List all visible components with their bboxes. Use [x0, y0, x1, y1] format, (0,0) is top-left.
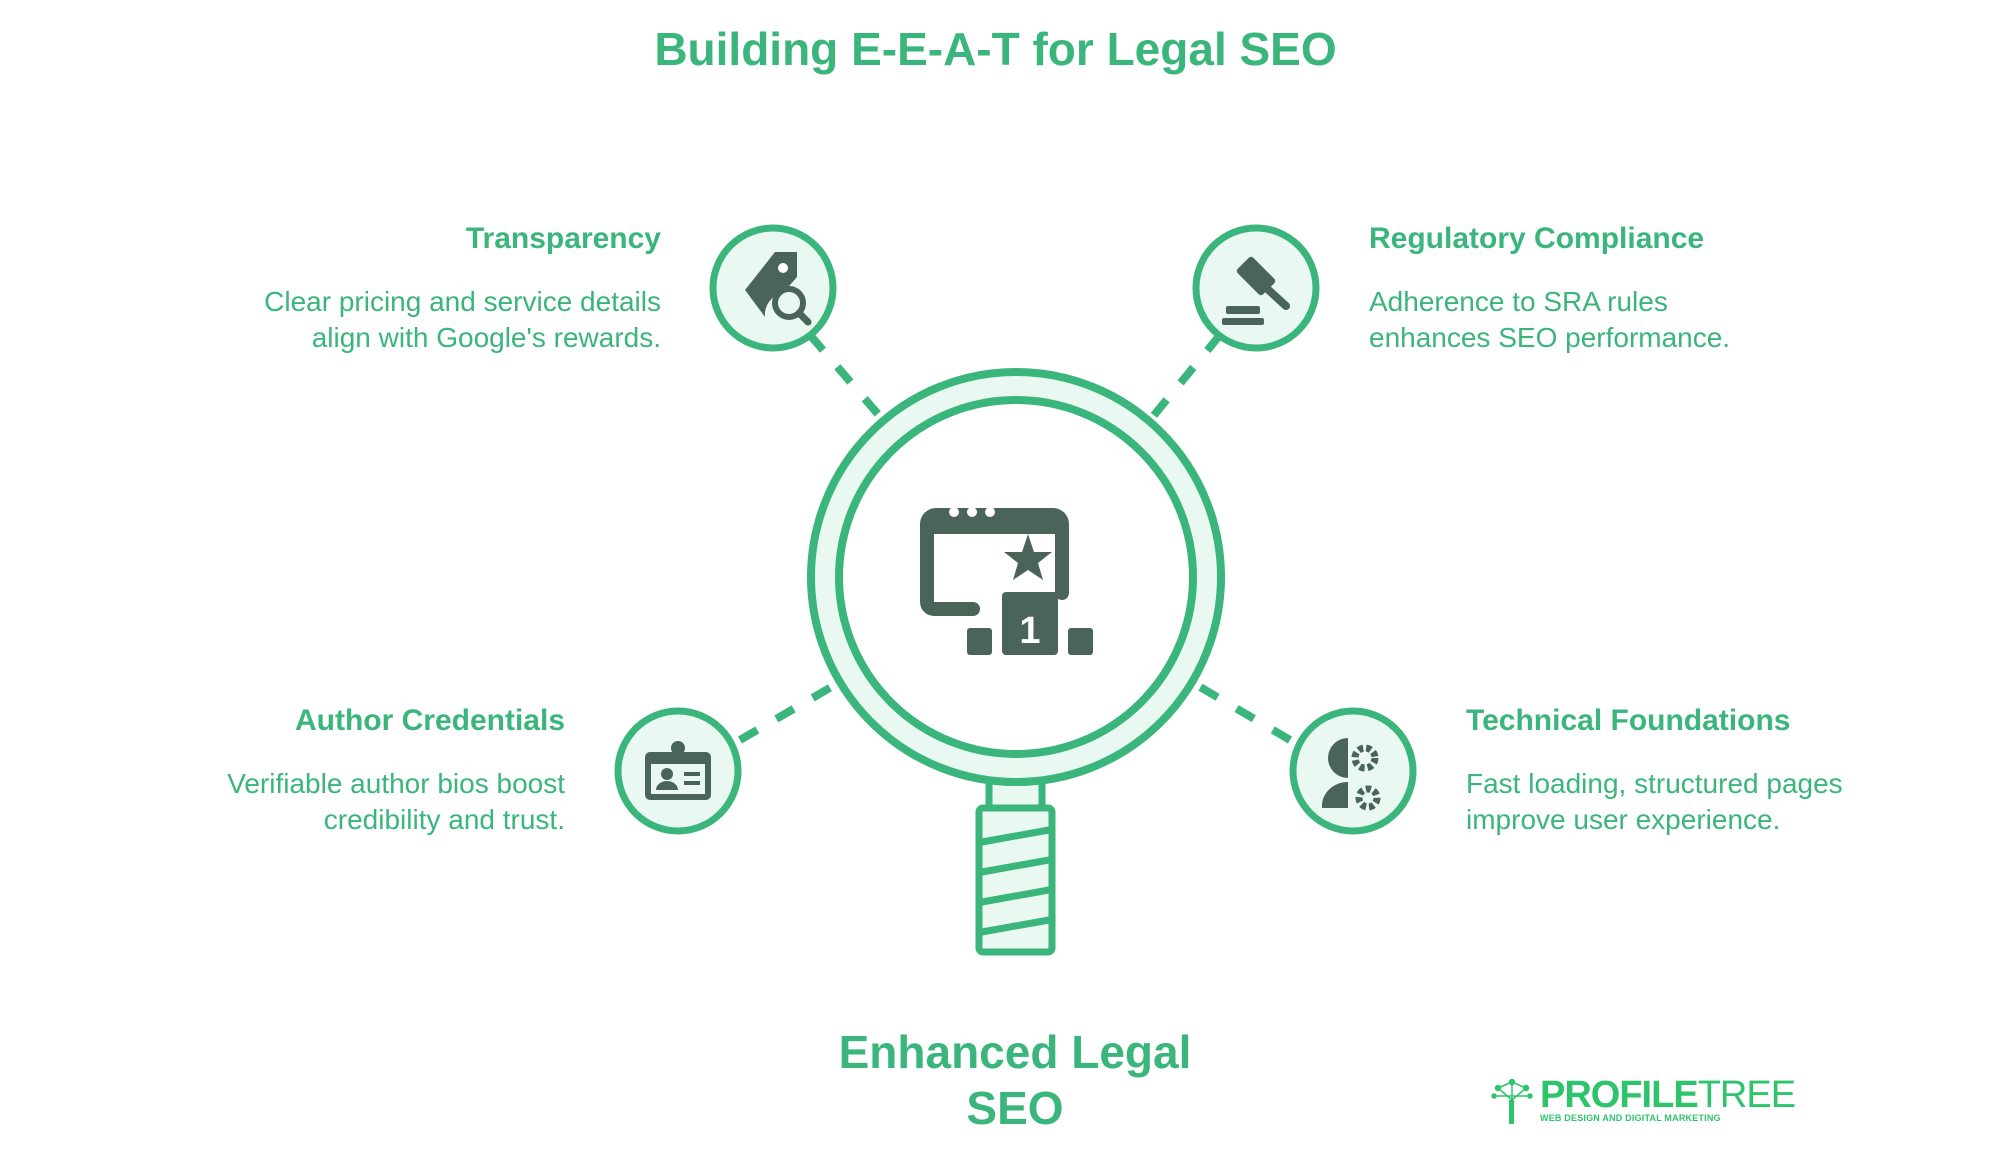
item-heading: Transparency [465, 222, 661, 255]
logo-tagline: WEB DESIGN AND DIGITAL MARKETING [1540, 1113, 1721, 1123]
item-desc-line1: Verifiable author bios boost [227, 768, 565, 799]
ranking-podium-icon: 1 [920, 507, 1093, 655]
item-heading: Author Credentials [294, 704, 565, 737]
item-desc-line2: align with Google's rewards. [311, 322, 661, 353]
price-tag-search-icon [745, 252, 812, 326]
logo-name: PROFILETREE [1540, 1074, 1796, 1116]
center-label: Enhanced Legal SEO [760, 1024, 1270, 1136]
profiletree-logo: PROFILETREE WEB DESIGN AND DIGITAL MARKE… [1490, 1074, 1796, 1124]
logo-name-bold: PROFILE [1540, 1074, 1699, 1116]
gavel-icon [1222, 256, 1290, 325]
item-desc-line2: credibility and trust. [323, 804, 565, 835]
item-desc-line1: Adherence to SRA rules [1369, 286, 1668, 317]
svg-text:1: 1 [1019, 610, 1040, 652]
item-desc-line1: Clear pricing and service details [264, 286, 661, 317]
item-desc-line2: improve user experience. [1466, 804, 1781, 835]
id-badge-icon [645, 741, 711, 800]
item-heading: Technical Foundations [1466, 704, 1791, 737]
center-label-line2: SEO [966, 1082, 1064, 1134]
logo-name-light: TREE [1697, 1074, 1796, 1116]
page-title: Building E-E-A-T for Legal SEO [654, 23, 1337, 75]
item-heading: Regulatory Compliance [1369, 222, 1705, 255]
tree-logo-icon [1491, 1078, 1533, 1124]
magnifier-handle [975, 776, 1056, 956]
center-label-line1: Enhanced Legal [838, 1026, 1192, 1078]
person-gear-icon [1321, 738, 1381, 811]
connectors [737, 332, 1293, 744]
item-desc-line1: Fast loading, structured pages [1466, 768, 1843, 799]
item-desc-line2: enhances SEO performance. [1369, 322, 1731, 353]
